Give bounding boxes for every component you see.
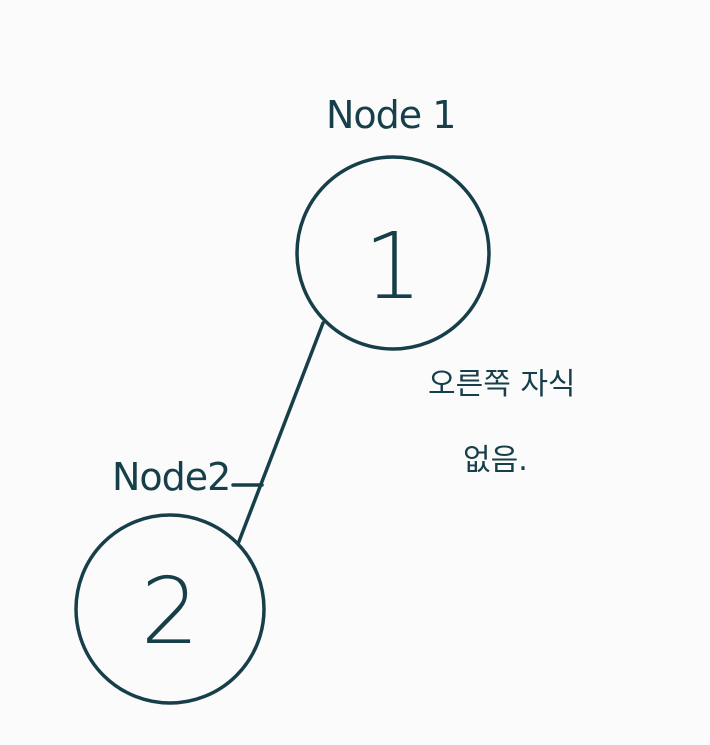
node-2-circle <box>74 513 266 705</box>
note-line-2: 없음. <box>463 443 528 478</box>
node-2-label: Node2 <box>112 455 230 499</box>
note-line-1: 오른쪽 자식 <box>428 367 576 402</box>
node-1-value: 1 <box>364 213 423 320</box>
node-1-circle <box>295 155 491 351</box>
node-2: Node2 2 <box>74 455 266 705</box>
node-2-value: 2 <box>141 558 200 665</box>
note-no-right-child: 오른쪽 자식 없음. <box>428 367 576 478</box>
edge-node1-node2 <box>236 321 325 546</box>
node-1-label: Node 1 <box>326 93 455 137</box>
node-1: Node 1 1 <box>295 93 491 351</box>
